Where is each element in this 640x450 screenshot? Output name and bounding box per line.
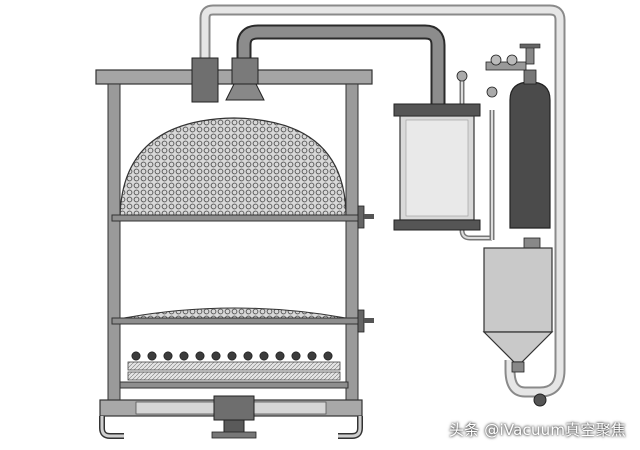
gas-pipe xyxy=(199,4,566,398)
drain-valve xyxy=(533,393,547,407)
vacuum-funnel xyxy=(225,83,265,101)
heater-bulb xyxy=(259,351,269,361)
heater-bulb xyxy=(243,351,253,361)
heater-bulb xyxy=(275,351,285,361)
flat-mesh-tray xyxy=(111,307,374,333)
support-frame xyxy=(95,57,373,403)
valve-handle xyxy=(357,205,365,229)
watermark-text: 头条 @iVacuum真空聚焦 xyxy=(448,421,626,439)
heater-bulb xyxy=(179,351,189,361)
base-flange xyxy=(99,395,363,439)
heater-bulb xyxy=(211,351,221,361)
right-post xyxy=(345,83,359,403)
heater-bulb xyxy=(195,351,205,361)
dome-mesh-tray xyxy=(111,117,374,229)
collector-vessel xyxy=(393,103,481,231)
left-post xyxy=(107,83,121,403)
conical-hopper xyxy=(482,331,554,363)
vacuum-port xyxy=(231,57,259,85)
heater-bulb xyxy=(227,351,237,361)
heater-bulb xyxy=(323,351,333,361)
heater-bulb xyxy=(131,351,141,361)
heater-bulb xyxy=(163,351,173,361)
heater-bulb xyxy=(307,351,317,361)
heater-bulb xyxy=(291,351,301,361)
gas-cylinder xyxy=(509,69,551,229)
settling-tank xyxy=(482,237,554,407)
heater-bulb xyxy=(147,351,157,361)
vacuum-pipe xyxy=(236,24,446,108)
pressure-regulator xyxy=(456,43,541,98)
pipe-coupling xyxy=(191,57,219,103)
heater-coil xyxy=(119,351,349,389)
valve-handle xyxy=(357,309,365,333)
